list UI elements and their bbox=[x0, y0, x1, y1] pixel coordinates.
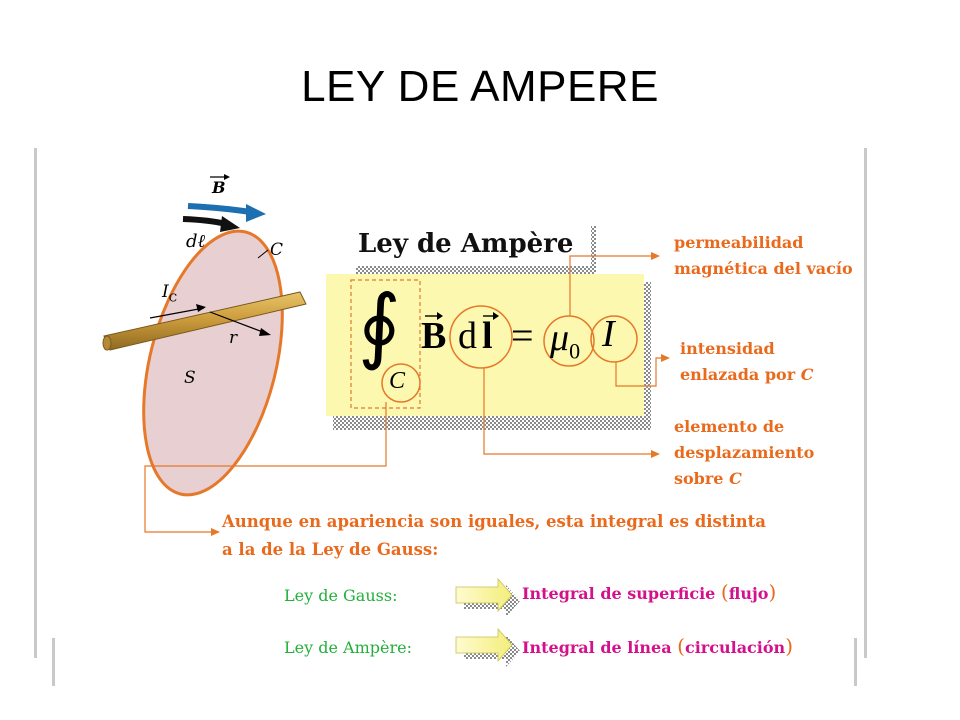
gauss-paren-close: ) bbox=[768, 580, 777, 604]
ic-label-sub: C bbox=[168, 291, 178, 305]
gauss-arrow bbox=[455, 577, 520, 617]
note-line1: Aunque en apariencia son iguales, esta i… bbox=[222, 512, 766, 531]
curve-pointer bbox=[257, 249, 269, 259]
slide-right-rule bbox=[854, 638, 857, 686]
slide-title: LEY DE AMPERE bbox=[301, 62, 659, 111]
mu-circle bbox=[543, 315, 595, 367]
gauss-integral-text: Integral de superficie bbox=[522, 584, 716, 603]
ic-label-main: I bbox=[162, 282, 169, 302]
gauss-integral-label: Integral de superficie (flujo) bbox=[522, 580, 776, 606]
connector-permeability-head bbox=[651, 252, 660, 260]
dl-circle bbox=[449, 305, 513, 369]
intensity-text: enlazada por bbox=[680, 365, 796, 384]
gauss-paren-open: ( bbox=[720, 580, 729, 604]
formula-mu-subscript: 0 bbox=[569, 338, 581, 364]
slide-left-rule bbox=[52, 638, 55, 686]
wire-rod bbox=[102, 291, 307, 351]
gauss-law-label: Ley de Gauss: bbox=[284, 586, 398, 605]
element-line2: desplazamiento bbox=[674, 443, 815, 462]
r-label: r bbox=[229, 328, 238, 348]
c-label: C bbox=[270, 240, 284, 260]
ampere-law-label: Ley de Ampère: bbox=[284, 638, 412, 657]
integral-sign: ∮ bbox=[358, 278, 401, 373]
ampere-integral-text: Integral de línea bbox=[522, 638, 672, 657]
connector-element bbox=[483, 368, 652, 455]
formula-box bbox=[326, 274, 651, 430]
element-line3: sobre C bbox=[674, 467, 742, 491]
gauss-kind: flujo bbox=[728, 584, 769, 603]
b-field-arrow bbox=[187, 203, 266, 222]
intensity-line1: intensidad bbox=[680, 339, 775, 358]
formula-l: l bbox=[482, 315, 493, 357]
ampere-integral-label: Integral de línea (circulación) bbox=[522, 634, 793, 660]
b-label: B bbox=[212, 178, 226, 197]
ic-label: IC bbox=[162, 280, 177, 310]
formula-d: d bbox=[458, 315, 477, 357]
connector-intensity bbox=[615, 357, 662, 387]
element-c: C bbox=[729, 469, 742, 488]
ampere-paren-close: ) bbox=[785, 634, 793, 658]
formula-b: B bbox=[421, 315, 447, 357]
connector-note bbox=[144, 402, 387, 533]
ampere-arrow bbox=[455, 627, 520, 667]
connector-intensity-head bbox=[661, 354, 670, 362]
intensity-c: C bbox=[800, 365, 814, 384]
connector-note-head bbox=[211, 528, 220, 536]
note-line2: a la de la Ley de Gauss: bbox=[222, 540, 439, 559]
element-line1: elemento de bbox=[674, 417, 785, 436]
i-circle bbox=[590, 315, 638, 363]
dl-arrow bbox=[182, 216, 240, 232]
contour-circle bbox=[381, 363, 421, 403]
ampere-paren-open: ( bbox=[677, 634, 685, 658]
s-label: S bbox=[184, 368, 196, 388]
connector-permeability bbox=[569, 255, 652, 316]
current-loop bbox=[142, 229, 284, 497]
current-arrow bbox=[149, 304, 206, 319]
permeability-line2: magnética del vacío bbox=[674, 259, 853, 278]
connector-element-head bbox=[651, 450, 660, 458]
permeability-line1: permeabilidad bbox=[674, 233, 804, 252]
panel-right-border bbox=[864, 148, 867, 658]
radius-arrow bbox=[209, 311, 271, 336]
b-vector-mark bbox=[210, 174, 230, 180]
panel-left-border bbox=[34, 148, 37, 658]
formula-mu-symbol: μ bbox=[550, 317, 570, 359]
formula-i: I bbox=[602, 313, 615, 355]
formula-l-vector bbox=[483, 312, 499, 320]
formula-mu: μ0 bbox=[550, 316, 580, 365]
integral-subscript: C bbox=[389, 368, 406, 394]
formula-equals: = bbox=[511, 313, 534, 358]
formula-title-box bbox=[351, 220, 596, 274]
dl-label: dℓ bbox=[186, 231, 206, 252]
intensity-line2: enlazada por C bbox=[680, 363, 813, 387]
ampere-kind: circulación bbox=[684, 638, 786, 657]
formula-b-vector bbox=[425, 312, 443, 320]
element-text: sobre bbox=[674, 469, 724, 488]
formula-title: Ley de Ampère bbox=[358, 229, 574, 259]
